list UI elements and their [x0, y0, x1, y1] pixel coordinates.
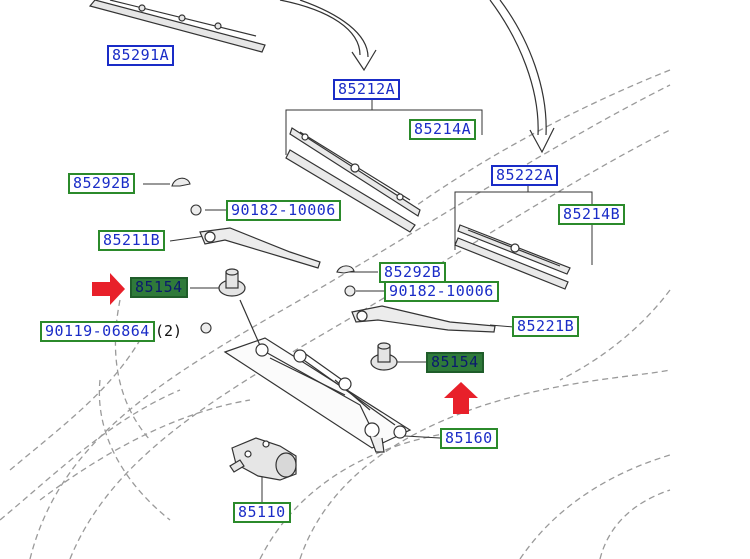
- label-85211B[interactable]: 85211B: [98, 230, 166, 251]
- label-85154-rear[interactable]: 85154: [426, 352, 484, 373]
- label-90182-10006-front[interactable]: 90182-10006: [226, 200, 341, 221]
- label-85221B[interactable]: 85221B: [512, 316, 580, 337]
- pivot-grommets: [218, 268, 398, 371]
- bracket-85212A: [285, 98, 483, 155]
- rear-wiper-blade: [454, 224, 571, 290]
- wiper-linkage: [223, 299, 412, 453]
- leader-lines: [143, 183, 515, 503]
- label-90182-10006-rear[interactable]: 90182-10006: [384, 281, 499, 302]
- red-arrow-right-icon: [92, 273, 125, 305]
- label-85154-front[interactable]: 85154: [130, 277, 188, 298]
- label-85110[interactable]: 85110: [233, 502, 291, 523]
- rear-wiper-arm: [351, 305, 496, 333]
- red-arrow-up-icon: [444, 382, 478, 414]
- front-wiper-blade: [285, 127, 421, 233]
- small-hardware: [171, 177, 356, 334]
- label-85160[interactable]: 85160: [440, 428, 498, 449]
- label-90119-06864[interactable]: 90119-06864: [40, 321, 155, 342]
- label-85292B-rear[interactable]: 85292B: [379, 262, 447, 283]
- label-85212A[interactable]: 85212A: [333, 79, 401, 100]
- bracket-85222A: [454, 185, 593, 265]
- label-85291A[interactable]: 85291A: [107, 45, 175, 66]
- label-85292B-front[interactable]: 85292B: [68, 173, 136, 194]
- red-pointer-arrows: [92, 273, 478, 414]
- label-85222A[interactable]: 85222A: [491, 165, 559, 186]
- callout-arrows: [279, 0, 555, 154]
- wiper-blade-top-left: [88, 0, 266, 53]
- front-wiper-arm: [199, 227, 321, 269]
- label-85214A[interactable]: 85214A: [409, 119, 477, 140]
- bolt-quantity: (2): [155, 322, 183, 340]
- vehicle-outline: [0, 69, 671, 559]
- wiper-motor: [229, 437, 297, 481]
- label-85214B[interactable]: 85214B: [558, 204, 626, 225]
